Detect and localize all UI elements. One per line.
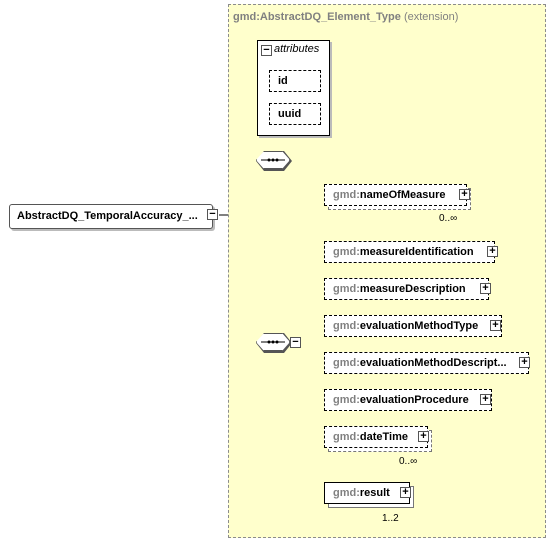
sequence-dots-icon: [261, 340, 285, 344]
collapse-sequence-icon[interactable]: −: [290, 337, 301, 348]
element-evaluation-method-type[interactable]: gmd:evaluationMethodType: [324, 315, 502, 337]
attributes-label: attributes: [274, 43, 320, 55]
expand-icon[interactable]: +: [490, 320, 501, 331]
complex-type-title: gmd:AbstractDQ_Element_Type (extension): [233, 11, 459, 23]
cardinality-label: 1..2: [382, 513, 399, 524]
element-date-time[interactable]: gmd:dateTime: [324, 426, 428, 448]
expand-icon[interactable]: +: [418, 431, 429, 442]
expand-icon[interactable]: +: [487, 246, 498, 257]
sequence-dots-icon: [261, 158, 285, 162]
expand-icon[interactable]: +: [400, 487, 411, 498]
element-name-of-measure[interactable]: gmd:nameOfMeasure: [324, 184, 467, 206]
cardinality-label: 0..∞: [439, 213, 458, 224]
element-evaluation-method-description[interactable]: gmd:evaluationMethodDescript...: [324, 352, 529, 374]
cardinality-label: 0..∞: [399, 456, 418, 467]
root-element[interactable]: AbstractDQ_TemporalAccuracy_...: [9, 204, 213, 229]
expand-icon[interactable]: +: [519, 357, 530, 368]
expand-icon[interactable]: +: [459, 189, 470, 200]
expand-icon[interactable]: +: [480, 283, 491, 294]
attribute-id[interactable]: id: [269, 70, 321, 92]
element-evaluation-procedure[interactable]: gmd:evaluationProcedure: [324, 389, 492, 411]
expand-icon[interactable]: +: [480, 394, 491, 405]
collapse-root-icon[interactable]: −: [207, 209, 218, 220]
attribute-uuid[interactable]: uuid: [269, 103, 321, 125]
element-result[interactable]: gmd:result: [324, 482, 410, 504]
element-measure-description[interactable]: gmd:measureDescription: [324, 278, 489, 300]
collapse-attributes-icon[interactable]: −: [261, 45, 272, 56]
element-measure-identification[interactable]: gmd:measureIdentification: [324, 241, 495, 263]
